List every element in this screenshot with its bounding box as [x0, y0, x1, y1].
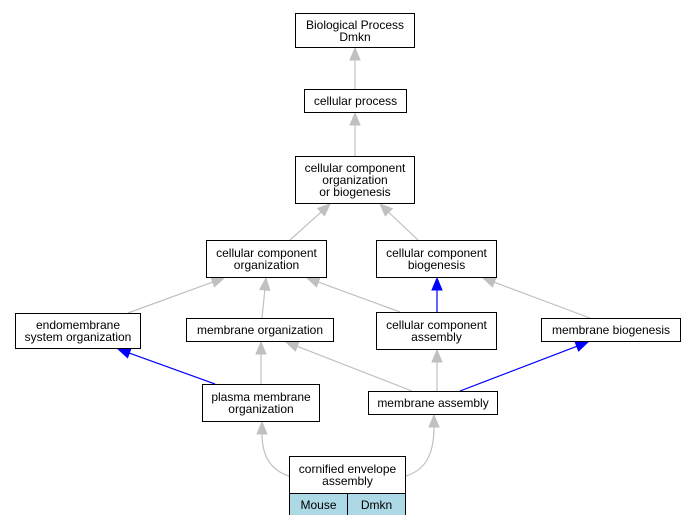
- node-label: cellular component: [386, 246, 487, 260]
- edge-cornified-to-membrane-assembly: [405, 413, 440, 477]
- node-label: organization: [228, 402, 294, 416]
- edge-cc-biogenesis-to-ccob: [379, 203, 419, 241]
- node-label: Dmkn: [339, 29, 371, 44]
- organism-cell: Mouse: [290, 494, 347, 515]
- leaf-title: cornified envelope assembly: [290, 457, 405, 493]
- node-label: cellular component: [216, 246, 317, 260]
- edge-membrane-organization-to-cc-organization: [259, 276, 271, 319]
- edge-plasma-membrane-to-membrane-organization: [255, 340, 267, 384]
- node-cellular-component-organization[interactable]: cellular component organization: [206, 240, 327, 278]
- node-endomembrane-system-organization[interactable]: endomembrane system organization: [15, 313, 141, 349]
- node-label: or biogenesis: [319, 185, 391, 199]
- edge-membrane-assembly-to-cc-assembly: [431, 348, 443, 391]
- node-cellular-process[interactable]: cellular process: [304, 89, 407, 113]
- node-membrane-biogenesis[interactable]: membrane biogenesis: [541, 318, 681, 342]
- node-label: cellular process: [313, 94, 398, 108]
- node-label: organization: [233, 258, 300, 272]
- edge-plasma-membrane-to-endomembrane: [116, 347, 216, 385]
- node-cellular-component-assembly[interactable]: cellular component assembly: [376, 312, 497, 350]
- node-label: membrane assembly: [377, 396, 489, 410]
- node-label: membrane biogenesis: [551, 323, 671, 337]
- node-label: cornified envelope: [298, 462, 397, 476]
- node-label: endomembrane: [35, 318, 121, 332]
- node-plasma-membrane-organization[interactable]: plasma membrane organization: [202, 384, 320, 422]
- edge-cc-organization-to-ccob: [289, 203, 331, 241]
- node-label: system organization: [24, 330, 132, 344]
- node-label: assembly: [322, 474, 373, 488]
- node-label: Biological Process: [305, 17, 405, 32]
- node-membrane-assembly[interactable]: membrane assembly: [368, 391, 498, 415]
- node-cornified-envelope-assembly[interactable]: cornified envelope assembly Mouse Dmkn: [289, 456, 406, 515]
- node-cellular-component-biogenesis[interactable]: cellular component biogenesis: [376, 240, 497, 278]
- node-label: assembly: [411, 330, 462, 344]
- node-membrane-organization[interactable]: membrane organization: [186, 318, 334, 342]
- gene-cell: Dmkn: [347, 494, 405, 515]
- node-label: membrane organization: [196, 323, 324, 337]
- edge-cc-assembly-to-cc-biogenesis: [431, 276, 443, 312]
- edge-cornified-to-plasma-membrane: [256, 420, 290, 477]
- node-cellular-component-organization-or-biogenesis[interactable]: cellular component organization or bioge…: [295, 156, 415, 204]
- edge-cc-assembly-to-cc-organization: [305, 276, 401, 313]
- node-label: plasma membrane: [211, 390, 311, 404]
- edge-ccob-to-cellular-process: [349, 111, 361, 156]
- node-label: cellular component: [304, 161, 406, 175]
- edge-endomembrane-to-cc-organization: [127, 276, 226, 314]
- node-label: cellular component: [386, 318, 487, 332]
- edge-cellular-process-to-biological-process: [349, 46, 361, 89]
- node-biological-process[interactable]: Biological Process Dmkn: [295, 13, 415, 48]
- leaf-annotation-cells: Mouse Dmkn: [290, 493, 405, 515]
- node-label: organization: [322, 173, 388, 187]
- node-label: biogenesis: [407, 258, 466, 272]
- edge-membrane-biogenesis-to-cc-biogenesis: [481, 276, 591, 319]
